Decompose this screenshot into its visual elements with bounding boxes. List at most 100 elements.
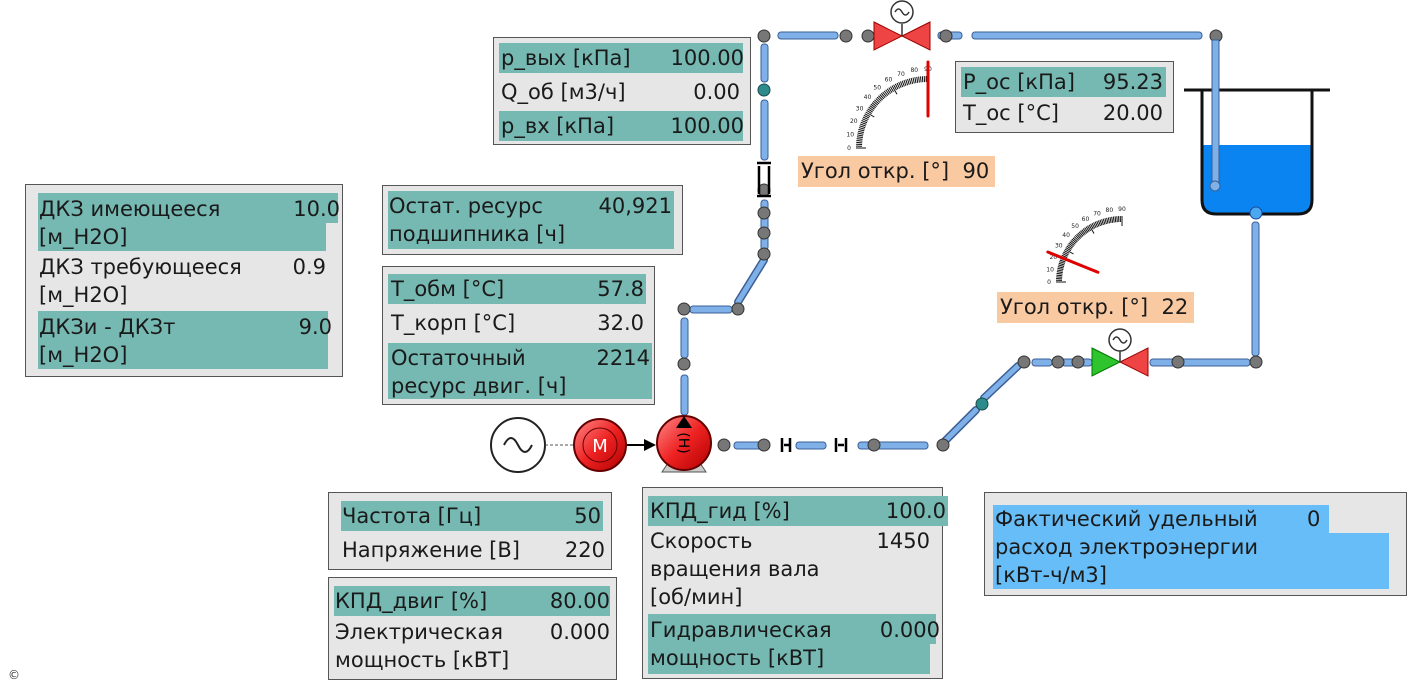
gauge-tick bbox=[1056, 271, 1063, 274]
gauge-tick bbox=[857, 134, 864, 137]
gauge-tick bbox=[1061, 254, 1068, 259]
specific-energy-panel: Фактический удельный расход электроэнерг… bbox=[984, 492, 1407, 596]
centrifugal-pump[interactable]: (H) bbox=[656, 415, 712, 473]
gauge-tick-label: 0 bbox=[1047, 279, 1051, 286]
gauge-tick bbox=[879, 94, 885, 100]
gauge-tick bbox=[1064, 248, 1074, 255]
control-valve-top[interactable] bbox=[873, 0, 931, 51]
motor-eff-label: КПД_двиг [%] bbox=[335, 589, 488, 613]
gauge-tick bbox=[1094, 221, 1099, 228]
motor-symbol: M bbox=[592, 436, 608, 457]
gauge-tick bbox=[1102, 218, 1106, 225]
gauge-tick bbox=[1066, 245, 1072, 250]
pump-efficiency-panel: КПД_гид [%] 100.0 Скорость вращения вала… bbox=[642, 487, 948, 679]
p-out-value: 100.00 bbox=[670, 46, 744, 70]
p-env-value: 95.23 bbox=[1102, 70, 1163, 94]
gauge-tick bbox=[908, 78, 912, 85]
gauge-tick-label: 20 bbox=[1050, 254, 1058, 261]
t-env-label: Т_ос [°С] bbox=[963, 101, 1059, 125]
specific-energy-label: Фактический удельный расход электроэнерг… bbox=[995, 507, 1259, 587]
t-winding-value: 57.8 bbox=[597, 277, 644, 301]
pump-eff-value: 100.0 bbox=[885, 499, 946, 523]
gauge-needle bbox=[1046, 250, 1100, 274]
gauge-tick bbox=[868, 106, 874, 112]
gauge-tick bbox=[1097, 220, 1101, 227]
gauge-tick bbox=[910, 77, 914, 84]
ambient-panel: Р_ос [кПа] 95.23 Т_ос [°С] 20.00 bbox=[955, 61, 1174, 133]
t-env-value: 20.00 bbox=[1102, 101, 1163, 125]
gauge-tick bbox=[857, 132, 864, 135]
gauge-tick bbox=[899, 81, 904, 88]
valve-bottom-angle-caption: Угол откр. [°] bbox=[1000, 295, 1149, 319]
gauge-tick bbox=[919, 76, 922, 83]
gauge-tick bbox=[871, 102, 878, 107]
gauge-tick bbox=[1057, 269, 1064, 272]
pipe-nodes bbox=[677, 29, 1263, 452]
frequency-value: 50 bbox=[574, 504, 601, 528]
gauge-tick bbox=[914, 77, 917, 84]
motor-eff-value: 80.00 bbox=[549, 589, 610, 613]
water-tank bbox=[1184, 39, 1330, 220]
gauge-tick bbox=[1071, 238, 1077, 244]
gauge-tick bbox=[1090, 223, 1094, 230]
electric-power-label: Электрическая мощность [кВТ] bbox=[335, 620, 510, 672]
gauge-tick bbox=[1112, 216, 1115, 223]
gauge-tick bbox=[1072, 237, 1078, 243]
p-in-value: 100.00 bbox=[670, 114, 744, 138]
gauge-tick bbox=[1106, 217, 1109, 224]
gauge-tick-label: 60 bbox=[885, 77, 893, 84]
gauge-tick-label: 60 bbox=[1082, 216, 1090, 223]
valve-top-angle-label: Угол откр. [°] 90 bbox=[798, 156, 996, 187]
gauge-tick bbox=[861, 119, 868, 124]
gauge-tick bbox=[1101, 219, 1104, 226]
t-case-value: 32.0 bbox=[597, 311, 644, 335]
motor-resource-label: Остаточный ресурс двиг. [ч] bbox=[391, 346, 567, 398]
gauge-tick bbox=[889, 86, 894, 92]
gauge-tick bbox=[1059, 261, 1066, 264]
gauge-tick bbox=[1056, 274, 1063, 277]
control-valve-bottom[interactable] bbox=[1091, 328, 1149, 377]
gauge-tick bbox=[869, 105, 875, 110]
gauge-tick bbox=[874, 99, 880, 105]
gauge-tick-label: 80 bbox=[910, 67, 918, 74]
valve-bottom-angle-value: 22 bbox=[1161, 295, 1189, 319]
gauge-tick bbox=[1099, 219, 1103, 226]
q-value: 0.00 bbox=[693, 80, 740, 104]
gauge-tick bbox=[1109, 217, 1112, 224]
gauge-tick bbox=[867, 108, 873, 113]
p-in-label: р_вх [кПа] bbox=[501, 114, 615, 138]
electric-power-value: 0.000 bbox=[549, 620, 610, 644]
gauge-tick bbox=[866, 109, 872, 114]
electric-motor[interactable]: M bbox=[573, 418, 627, 472]
p-env-label: Р_ос [кПа] bbox=[963, 70, 1075, 94]
gauge-tick bbox=[858, 127, 865, 130]
gauge-tick-label: 30 bbox=[856, 106, 864, 113]
npsh-diff-value: 9.0 bbox=[298, 315, 332, 339]
gauge-tick-label: 40 bbox=[1062, 232, 1070, 239]
npsh-available-label: ДКЗ имеющееся [м_H2O] bbox=[39, 197, 221, 249]
gauge-tick bbox=[905, 79, 909, 86]
t-case-label: Т_корп [°С] bbox=[391, 311, 516, 335]
gauge-tick bbox=[883, 90, 889, 96]
gauge-tick bbox=[876, 96, 882, 102]
gauge-tick bbox=[1087, 225, 1092, 232]
shaft-speed-label: Скорость вращения вала [об/мин] bbox=[650, 529, 820, 609]
npsh-required-value: 0.9 bbox=[292, 255, 326, 279]
gauge-tick-label: 20 bbox=[850, 118, 858, 125]
gauge-tick bbox=[912, 77, 915, 84]
gauge-tick bbox=[1063, 250, 1070, 254]
outlet-pressure-panel: р_вых [кПа] 100.00 Q_об [м3/ч] 0.00 р_вх… bbox=[493, 37, 751, 145]
gauge-tick bbox=[1057, 266, 1064, 269]
gauge-tick bbox=[907, 78, 910, 85]
gauge-tick bbox=[860, 121, 867, 125]
gauge-tick-label: 70 bbox=[897, 71, 905, 78]
gauge-tick bbox=[894, 83, 899, 90]
gauge-tick bbox=[856, 138, 863, 140]
specific-energy-value: 0 bbox=[1307, 507, 1321, 531]
gauge-tick-label: 70 bbox=[1093, 210, 1101, 217]
sensor-nodes bbox=[757, 83, 989, 411]
pipeline-diagonals bbox=[734, 256, 1022, 445]
gauge-tick bbox=[1067, 244, 1073, 249]
